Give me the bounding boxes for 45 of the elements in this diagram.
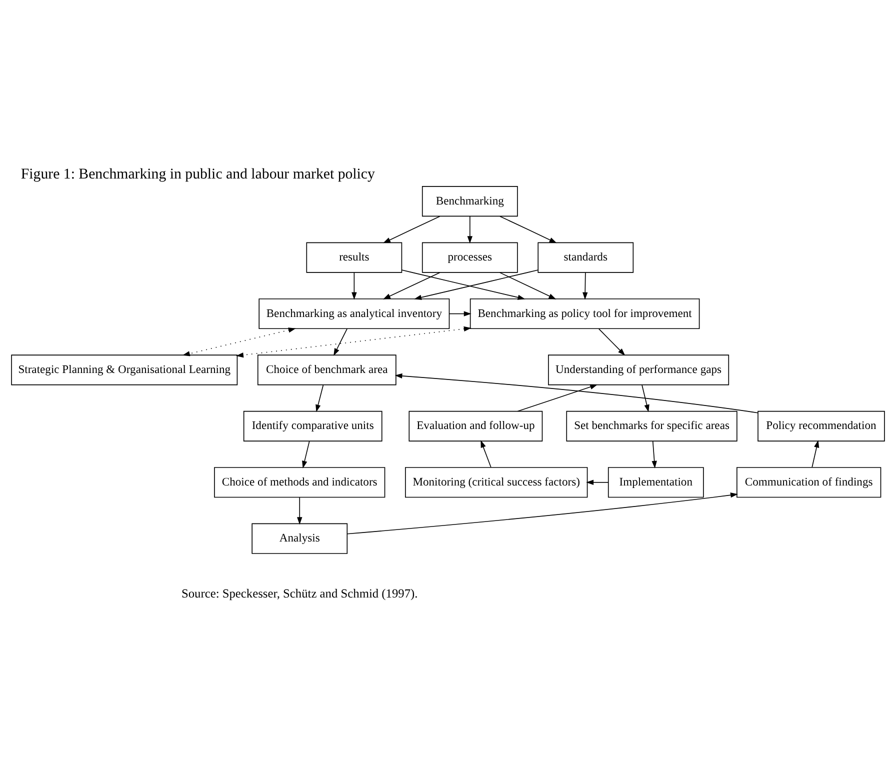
node-box: Evaluation and follow-up xyxy=(408,410,543,441)
node-box: Benchmarking xyxy=(422,186,518,216)
node-box: standards xyxy=(538,242,634,272)
node-box: Choice of benchmark area xyxy=(257,354,396,385)
arrow xyxy=(598,328,626,356)
node-box: Understanding of performance gaps xyxy=(548,354,730,385)
arrow xyxy=(401,269,526,300)
node-box: Identify comparative units xyxy=(243,410,382,441)
node-box: Implementation xyxy=(608,466,704,498)
arrow xyxy=(297,496,302,524)
node-box: results xyxy=(306,242,402,272)
node-box: Communication of findings xyxy=(736,466,882,498)
node-box: processes xyxy=(422,242,518,272)
arrow xyxy=(812,440,820,468)
caption: Source: Speckesser, Schütz and Schmid (1997). xyxy=(181,586,418,600)
arrow xyxy=(586,479,609,484)
node-box: Policy recommendation xyxy=(758,410,885,441)
node-box: Analysis xyxy=(252,522,348,554)
arrow xyxy=(302,440,310,468)
arrow xyxy=(346,492,738,534)
arrow xyxy=(334,328,348,356)
node-box: Choice of methods and indicators xyxy=(214,466,386,498)
arrow xyxy=(517,384,598,412)
node-box: Benchmarking as analytical inventory xyxy=(258,298,450,329)
arrow xyxy=(414,269,538,300)
arrow xyxy=(467,216,473,244)
arrow xyxy=(642,384,650,412)
arrow xyxy=(582,272,588,300)
node-box: Monitoring (critical success factors) xyxy=(405,466,588,498)
node-box: Benchmarking as policy tool for improvement xyxy=(470,298,700,329)
arrow xyxy=(236,326,472,358)
arrow xyxy=(499,272,556,299)
arrow xyxy=(394,372,758,413)
arrow xyxy=(316,384,324,412)
arrow xyxy=(182,327,296,356)
diagram-title: Figure 1: Benchmarking in public and labour market policy xyxy=(20,166,375,182)
arrow xyxy=(383,215,440,243)
node-box: Set benchmarks for specific areas xyxy=(566,410,738,441)
arrow xyxy=(449,310,472,316)
node-box: Strategic Planning & Organisational Learning xyxy=(11,354,238,385)
arrow xyxy=(652,440,657,468)
arrow xyxy=(352,272,357,300)
arrow xyxy=(480,440,492,468)
arrow xyxy=(500,215,557,243)
arrow xyxy=(383,272,440,299)
